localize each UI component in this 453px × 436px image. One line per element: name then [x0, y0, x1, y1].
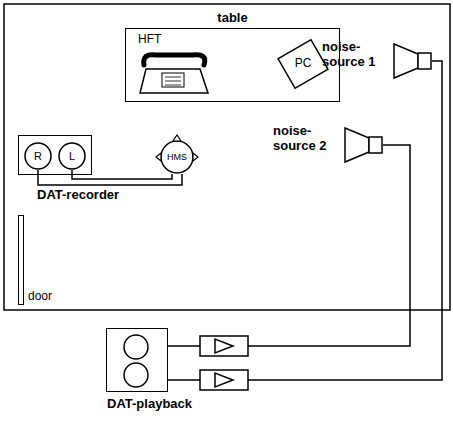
- node-label: door: [28, 290, 52, 304]
- node-label: DAT-playback: [107, 397, 192, 412]
- head-simulator: HMS: [160, 140, 194, 174]
- signal-wire: [38, 170, 182, 185]
- table-box: HFTPCtable: [125, 28, 340, 102]
- node-label: noise- source 2: [273, 124, 339, 154]
- room-outline: [4, 4, 450, 310]
- door-symbol: door: [18, 215, 24, 305]
- node-label: HMS: [167, 152, 187, 162]
- node-label: L: [69, 150, 75, 163]
- channel-circle: R: [24, 142, 52, 170]
- playback-box-outline: [107, 329, 167, 391]
- speaker-symbol-outline: [394, 44, 432, 78]
- node-label: R: [34, 150, 42, 163]
- node-label: noise- source 1: [322, 40, 388, 70]
- node-label: HFT: [138, 33, 161, 47]
- recorder-box: RLDAT-recorder: [18, 135, 92, 175]
- node-label: table: [217, 11, 247, 26]
- node-label: DAT-recorder: [37, 188, 119, 203]
- speaker-symbol: noise- source 1: [394, 44, 432, 78]
- signal-wire: [168, 61, 442, 380]
- playback-box: DAT-playback: [106, 328, 168, 392]
- channel-circle: L: [58, 142, 86, 170]
- node-label: PC: [295, 57, 312, 71]
- pc-box: PC: [276, 37, 330, 91]
- amplifier-symbol: [200, 336, 248, 356]
- speaker-symbol-outline: [345, 128, 383, 162]
- signal-wire: [168, 145, 410, 346]
- speaker-symbol: noise- source 2: [345, 128, 383, 162]
- amplifier-symbol: [200, 370, 248, 390]
- telephone-icon: HFT: [136, 33, 214, 97]
